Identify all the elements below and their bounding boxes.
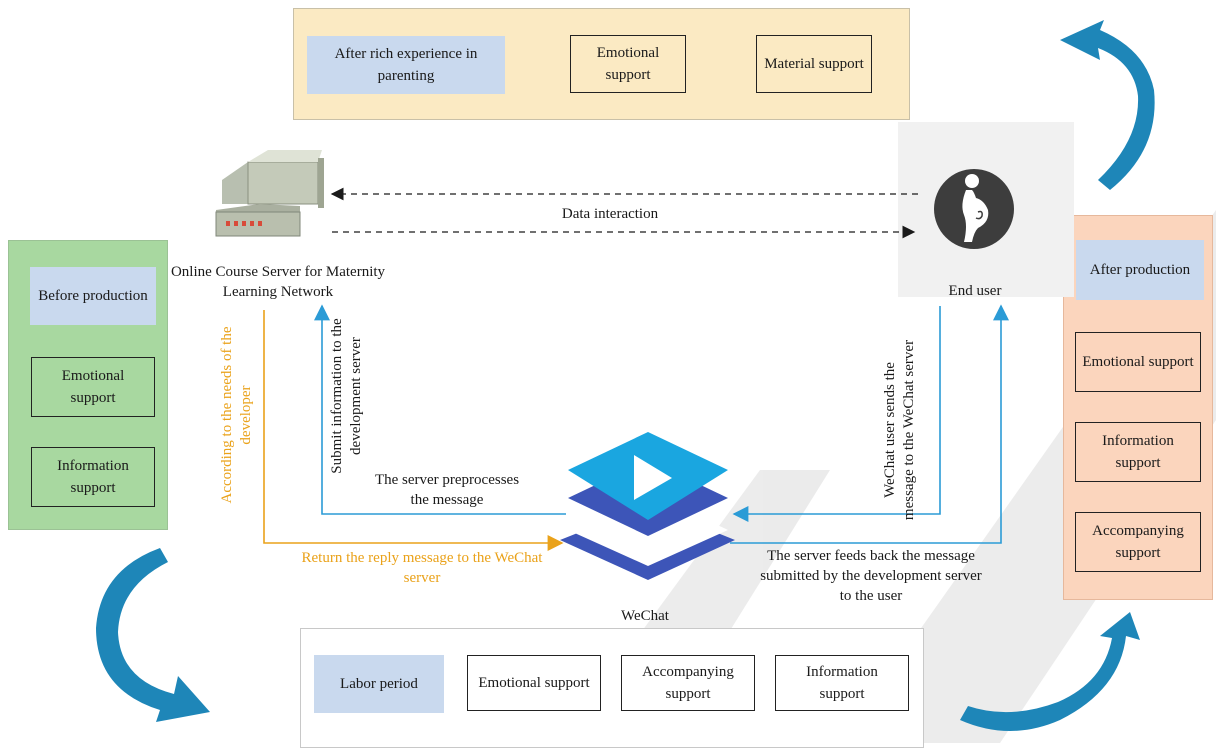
server-preprocess-label: The server preprocesses the message — [374, 472, 520, 508]
return-reply-label: Return the reply message to the WeChat s… — [301, 550, 543, 586]
user-sends-label: WeChat user sends the message to the WeC… — [882, 339, 917, 521]
after-production-panel: After production Emotional support Infor… — [1063, 215, 1213, 600]
end-user-label: End user — [948, 283, 1002, 299]
after-parenting-title: After rich experience in parenting — [307, 36, 505, 94]
according-needs-label: According to the needs of the developer — [219, 326, 254, 504]
wechat-label: WeChat — [621, 608, 669, 624]
data-interaction-label: Data interaction — [561, 206, 659, 222]
right-accompanying-support: Accompanying support — [1075, 512, 1201, 572]
submit-info-label: Submit information to the development se… — [329, 318, 364, 474]
after-production-title: After production — [1076, 240, 1204, 300]
after-parenting-panel: After rich experience in parenting Emoti… — [293, 8, 910, 120]
bottom-emotional-support: Emotional support — [467, 655, 601, 711]
right-emotional-support: Emotional support — [1075, 332, 1201, 392]
left-emotional-support: Emotional support — [31, 357, 155, 417]
left-information-support: Information support — [31, 447, 155, 507]
cycle-arrow-bottom-left — [96, 548, 210, 722]
server-label: Online Course Server for Maternity Learn… — [170, 264, 386, 300]
before-production-panel: Before production Emotional support Info… — [8, 240, 168, 530]
server-feeds-back-label: The server feeds back the message submit… — [760, 548, 982, 604]
top-emotional-support: Emotional support — [570, 35, 686, 93]
cycle-arrow-bottom-right — [960, 612, 1140, 731]
bottom-accompanying-support: Accompanying support — [621, 655, 755, 711]
before-production-title: Before production — [30, 267, 156, 325]
labor-period-panel: Labor period Emotional support Accompany… — [300, 628, 924, 748]
cycle-arrow-top-right — [1060, 20, 1155, 190]
labor-period-title: Labor period — [314, 655, 444, 713]
top-material-support: Material support — [756, 35, 872, 93]
right-information-support: Information support — [1075, 422, 1201, 482]
bottom-information-support: Information support — [775, 655, 909, 711]
